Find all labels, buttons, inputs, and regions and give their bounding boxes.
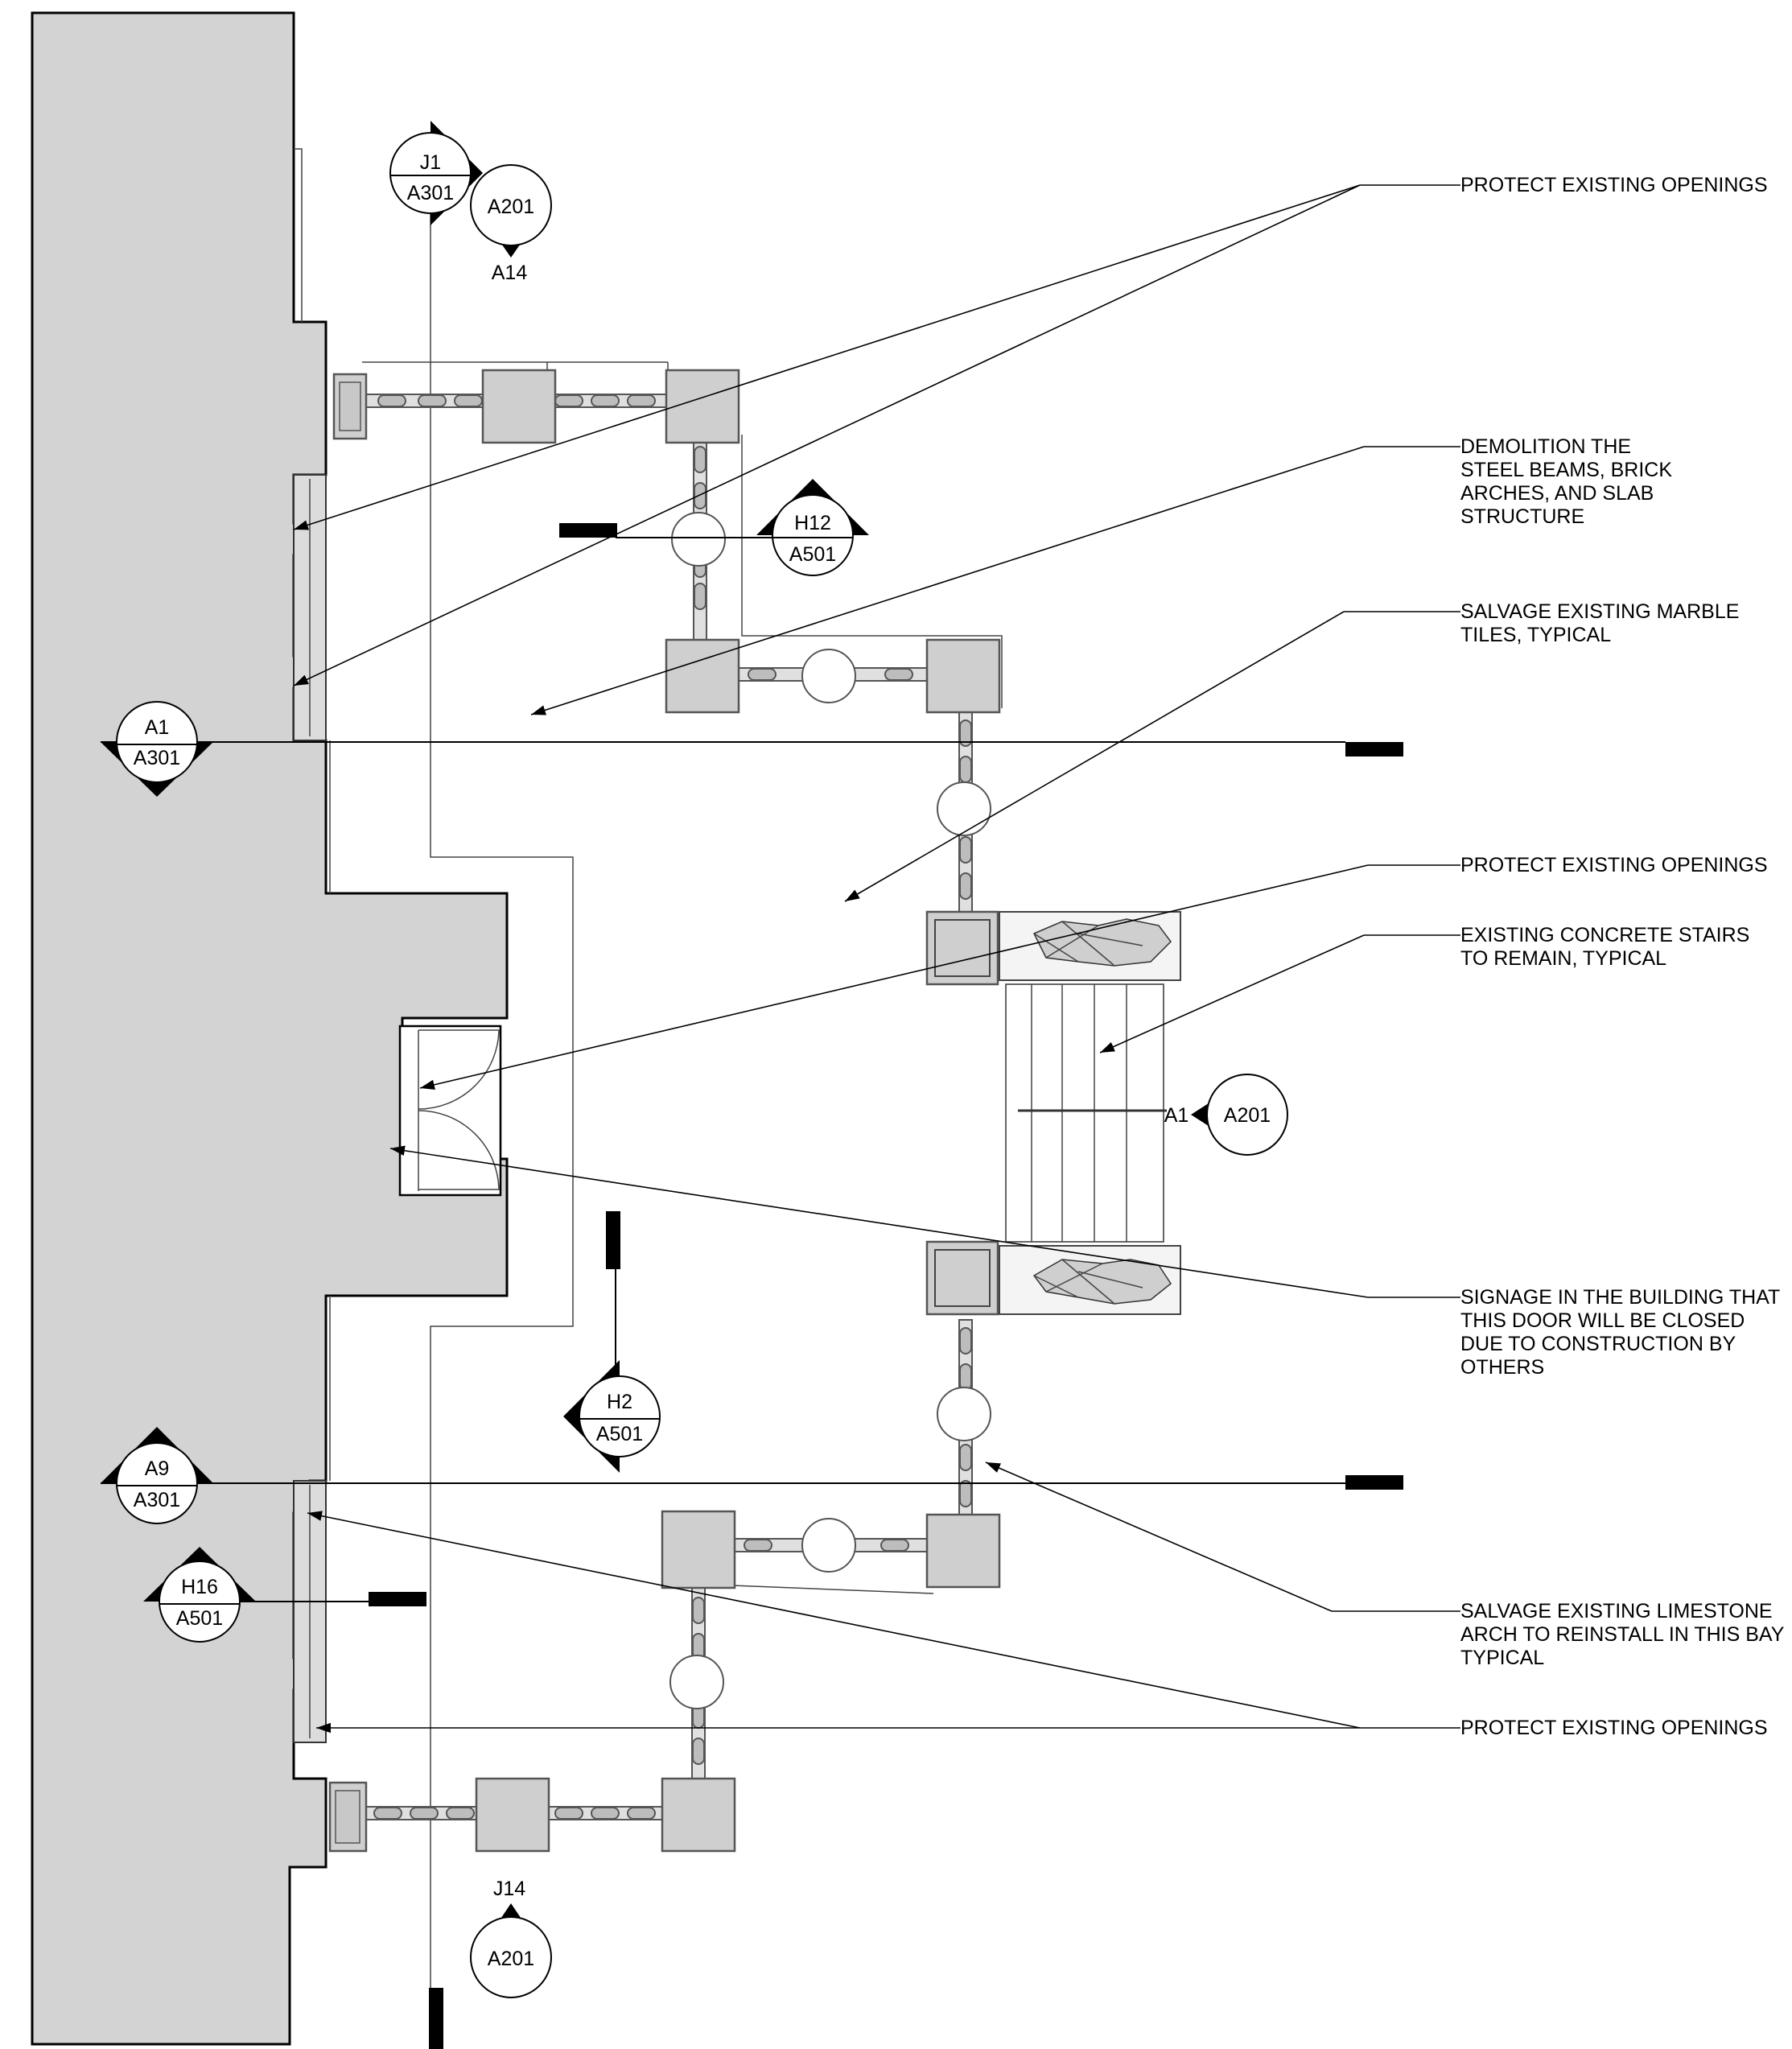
bottom-bay-structure xyxy=(328,1240,1001,1853)
tag-j1-top: J1 xyxy=(420,151,441,174)
tag-h16-bottom: A501 xyxy=(176,1607,223,1630)
note-demolition: DEMOLITION THE STEEL BEAMS, BRICK ARCHES… xyxy=(1460,435,1678,528)
existing-concrete-stairs xyxy=(999,911,1181,1315)
section-tag-h16: H16 A501 xyxy=(143,1547,256,1643)
note-salvage-marble: SALVAGE EXISTING MARBLE TILES, TYPICAL xyxy=(1460,600,1745,646)
tag-j1-bottom: A301 xyxy=(407,182,454,204)
tag-a9-top: A9 xyxy=(145,1457,170,1480)
marble-fragment-upper xyxy=(1032,918,1172,967)
elevation-tag-bottom: A201 J14 xyxy=(470,1878,552,1998)
tag-a1-top: A1 xyxy=(145,716,170,739)
leader-lines xyxy=(293,184,1460,1734)
elevation-tag-right: A201 A1 xyxy=(1164,1074,1288,1156)
tag-elev-bottom-sheet: A201 xyxy=(488,1948,534,1970)
wall-opening-lower xyxy=(293,1480,327,1743)
tag-elev-right-view: A1 xyxy=(1164,1104,1189,1127)
section-tag-h12: H12 A501 xyxy=(756,479,869,576)
elevation-tag-top: A201 A14 xyxy=(470,164,552,284)
tag-a1-bottom: A301 xyxy=(134,747,180,769)
note-protect-openings-3: PROTECT EXISTING OPENINGS xyxy=(1460,1717,1768,1739)
wall-opening-upper xyxy=(293,474,327,741)
tag-elev-top-sheet: A201 xyxy=(488,196,534,218)
tag-elev-top-view: A14 xyxy=(492,262,528,284)
tag-elev-right-sheet: A201 xyxy=(1224,1104,1271,1127)
section-tag-h2: H2 A501 xyxy=(563,1360,661,1473)
tag-elev-bottom-view: J14 xyxy=(493,1878,525,1900)
note-protect-openings-2: PROTECT EXISTING OPENINGS xyxy=(1460,854,1768,876)
existing-double-door xyxy=(398,1024,502,1197)
section-tag-a1: A1 A301 xyxy=(101,701,213,797)
tag-h16-top: H16 xyxy=(181,1576,218,1598)
tag-a9-bottom: A301 xyxy=(134,1489,180,1511)
note-signage: SIGNAGE IN THE BUILDING THAT THIS DOOR W… xyxy=(1460,1286,1786,1379)
note-salvage-limestone: SALVAGE EXISTING LIMESTONE ARCH TO REINS… xyxy=(1460,1600,1790,1669)
section-tag-j1: J1 A301 xyxy=(389,121,483,225)
section-cut-lines xyxy=(101,523,1403,2049)
tag-h12-bottom: A501 xyxy=(789,543,836,566)
note-concrete-stairs: EXISTING CONCRETE STAIRS TO REMAIN, TYPI… xyxy=(1460,924,1755,970)
tag-h2-top: H2 xyxy=(607,1391,632,1413)
top-bay-structure xyxy=(332,369,1001,986)
section-tag-a9: A9 A301 xyxy=(101,1427,213,1524)
tag-h2-bottom: A501 xyxy=(596,1423,643,1445)
tag-h12-top: H12 xyxy=(794,512,831,534)
note-protect-openings-1: PROTECT EXISTING OPENINGS xyxy=(1460,174,1768,196)
demolition-notes: PROTECT EXISTING OPENINGS DEMOLITION THE… xyxy=(1460,174,1790,1739)
